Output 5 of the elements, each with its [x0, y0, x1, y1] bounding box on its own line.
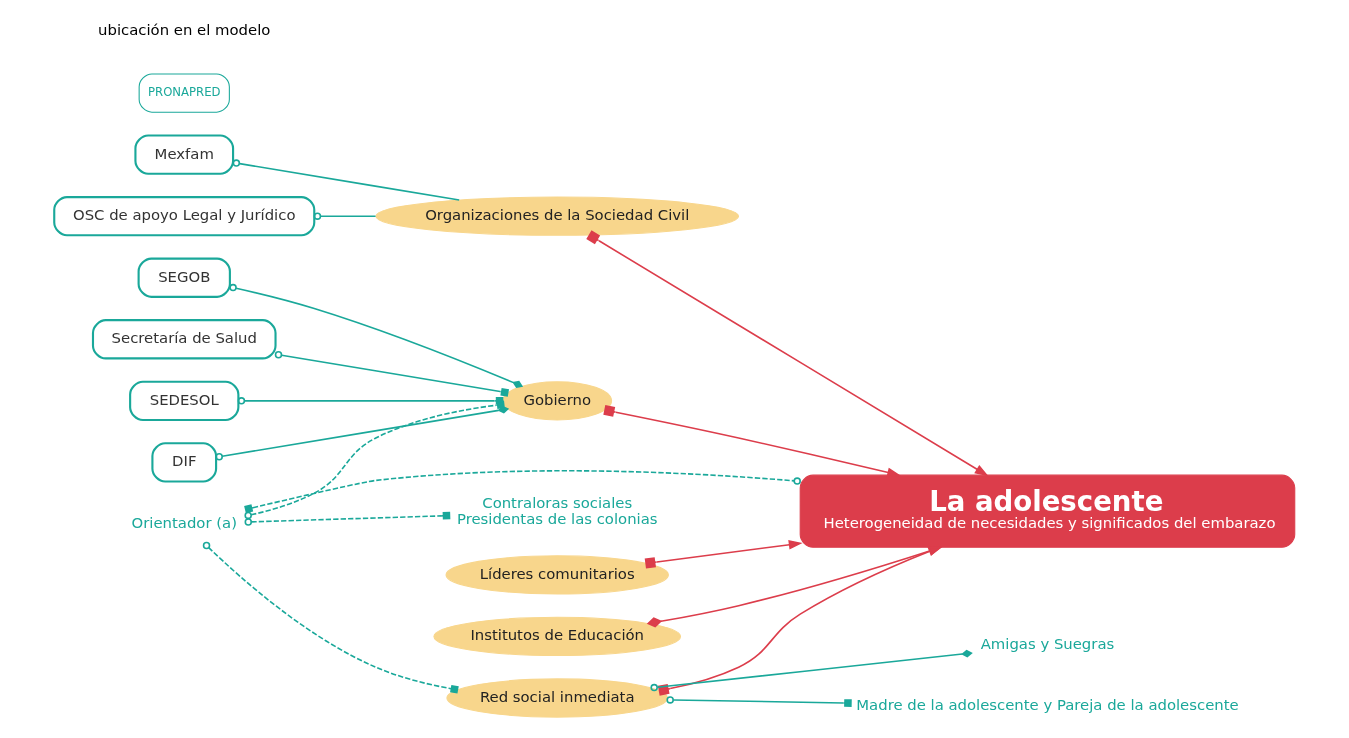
- node-text: Orientador (a): [131, 513, 237, 532]
- label: ubicación en el modelo: [98, 21, 271, 40]
- node-text: Contraloras sociales Presidentas de las colonias: [456, 494, 658, 529]
- node-text: Amigas y Suegras: [980, 634, 1115, 653]
- node-text: Madre de la adolescente y Pareja de la adolescente: [856, 696, 1239, 715]
